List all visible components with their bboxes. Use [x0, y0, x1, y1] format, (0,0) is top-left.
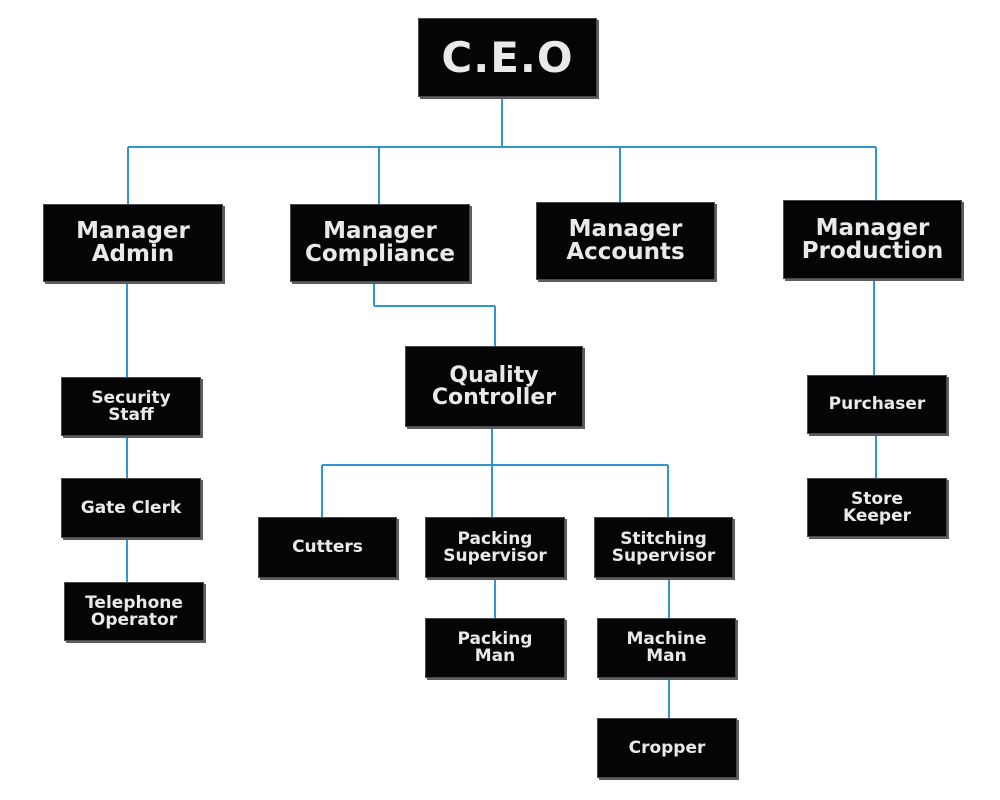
ceo-box: C.E.O: [418, 18, 597, 97]
security-staff-box: Security Staff: [61, 377, 201, 436]
quality-controller-box: Quality Controller: [405, 346, 583, 427]
packing-man-box: Packing Man: [425, 618, 565, 678]
manager-accounts-box: Manager Accounts: [536, 202, 715, 280]
manager-admin-box: Manager Admin: [43, 204, 223, 282]
packing-supervisor-box: Packing Supervisor: [425, 517, 565, 578]
gate-clerk-box: Gate Clerk: [61, 478, 201, 538]
stitching-supervisor-box: Stitching Supervisor: [594, 517, 733, 578]
cropper-box: Cropper: [597, 718, 737, 778]
manager-production-box: Manager Production: [783, 200, 962, 279]
store-keeper-box: Store Keeper: [807, 478, 947, 537]
cutters-box: Cutters: [258, 517, 397, 578]
manager-compliance-box: Manager Compliance: [290, 204, 470, 282]
purchaser-box: Purchaser: [807, 375, 947, 434]
telephone-operator-box: Telephone Operator: [64, 582, 204, 641]
machine-man-box: Machine Man: [597, 618, 736, 678]
